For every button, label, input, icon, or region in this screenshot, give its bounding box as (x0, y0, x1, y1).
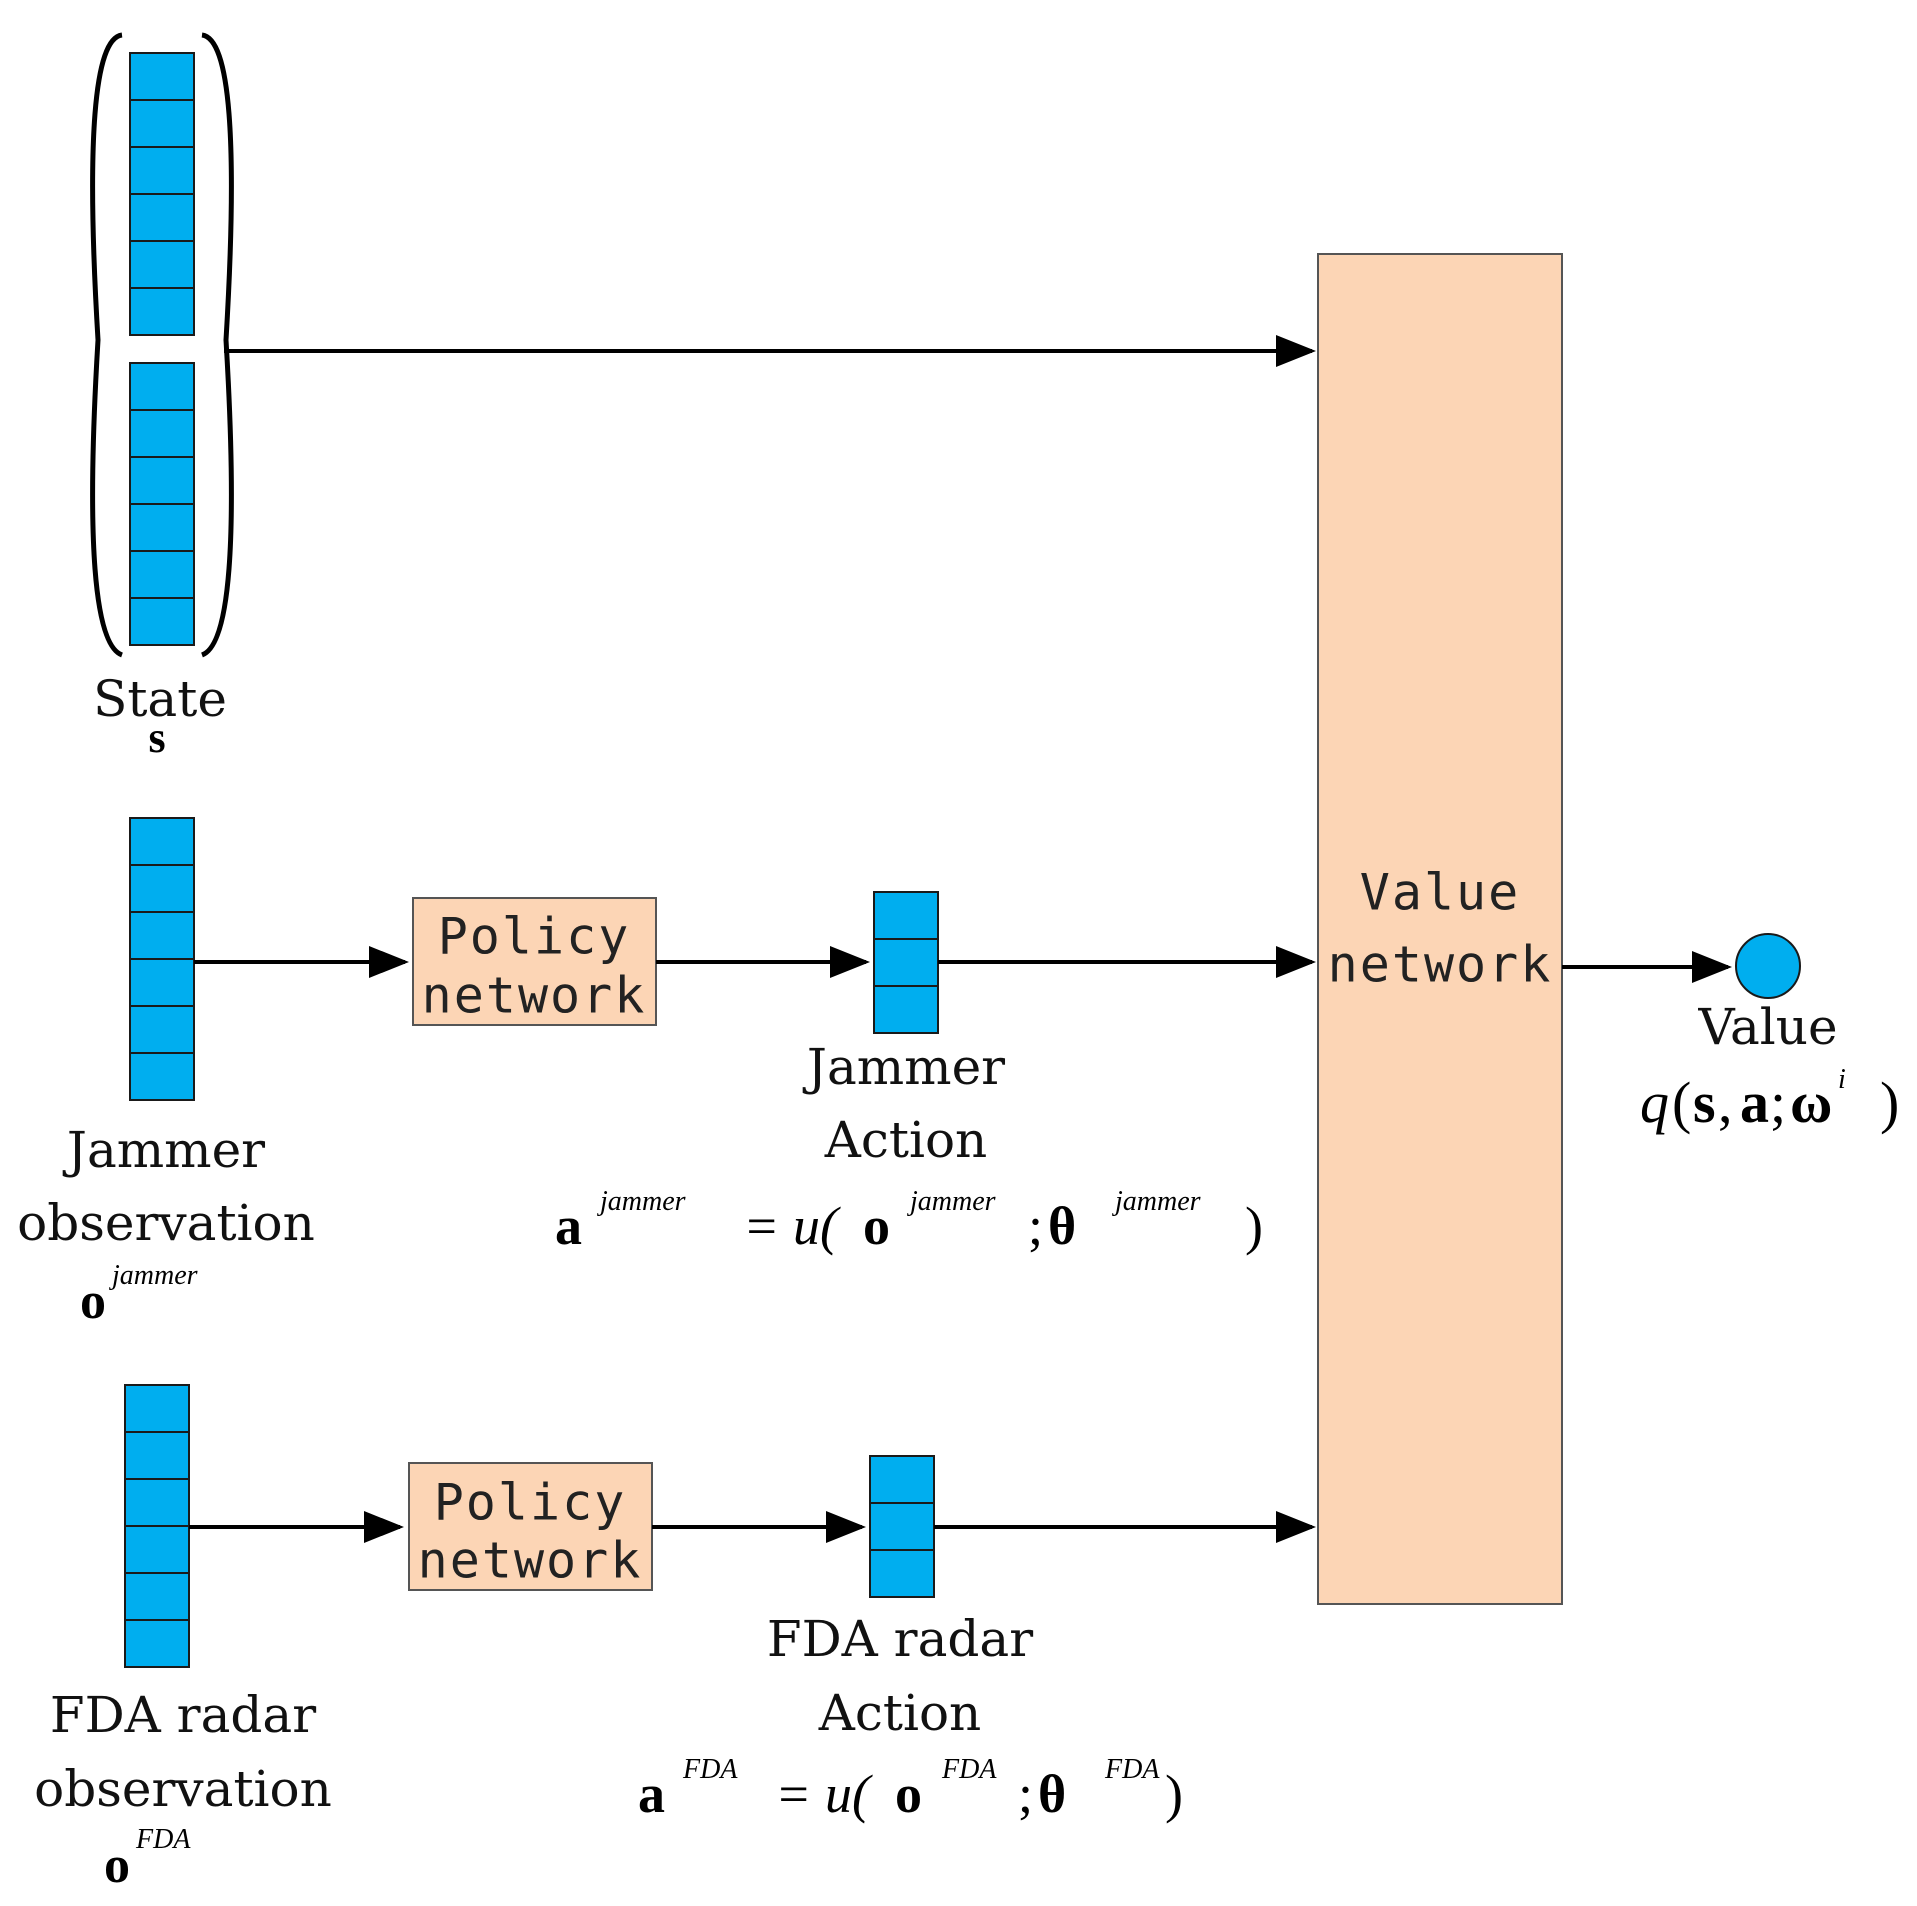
value-eq-comma: , (1718, 1070, 1733, 1135)
jammer-observation-superscript: jammer (109, 1260, 198, 1291)
fda-action-vector (869, 1455, 935, 1598)
value-eq-omega: ω (1790, 1070, 1832, 1135)
fda-observation-label-1: FDA radar (50, 1686, 316, 1744)
fda-policy-network-box (408, 1462, 653, 1591)
jammer-eq-close: ) (1245, 1196, 1263, 1256)
jammer-observation-label-2: observation (17, 1194, 315, 1252)
value-eq-omega-sup: i (1838, 1064, 1846, 1095)
value-eq-s: s (1693, 1070, 1716, 1135)
fda-policy-label-2: network (418, 1532, 643, 1590)
fda-eq-a-sup: FDA (682, 1754, 738, 1785)
state-left-bracket (90, 32, 124, 658)
fda-action-equation: a FDA = u( o FDA ; θ FDA ) (638, 1754, 1183, 1824)
value-network-label-2: network (1328, 936, 1553, 994)
jammer-eq-mid: = u( (743, 1196, 841, 1256)
jammer-policy-network-box (412, 897, 657, 1026)
value-output-label: Value (1697, 998, 1837, 1056)
jammer-eq-a-sup: jammer (597, 1186, 686, 1217)
jammer-eq-o: o (863, 1196, 890, 1256)
jammer-eq-o-sup: jammer (907, 1186, 996, 1217)
jammer-action-label-1: Jammer (802, 1038, 1005, 1096)
fda-observation-superscript: FDA (135, 1824, 191, 1855)
fda-eq-sep: ; (1018, 1764, 1033, 1824)
jammer-eq-theta-sup: jammer (1112, 1186, 1201, 1217)
fda-eq-theta: θ (1038, 1764, 1066, 1824)
fda-eq-a: a (638, 1764, 665, 1824)
fda-eq-o: o (895, 1764, 922, 1824)
value-output-equation: q ( s , a ; ω i ) (1640, 1064, 1899, 1135)
value-network-label-1: Value (1360, 864, 1521, 922)
value-network-box (1317, 253, 1563, 1605)
fda-action-label-1: FDA radar (767, 1610, 1033, 1668)
fda-policy-label-1: Policy (434, 1474, 627, 1532)
jammer-observation-symbol: o (80, 1273, 106, 1330)
fda-eq-theta-sup: FDA (1104, 1754, 1160, 1785)
jammer-eq-theta: θ (1048, 1196, 1076, 1256)
fda-eq-close: ) (1165, 1764, 1183, 1824)
value-output-node (1735, 933, 1801, 999)
value-eq-semi: ; (1770, 1070, 1786, 1135)
state-symbol: s (148, 713, 165, 762)
value-eq-close: ) (1880, 1070, 1899, 1135)
jammer-eq-sep: ; (1028, 1196, 1043, 1256)
fda-eq-o-sup: FDA (941, 1754, 997, 1785)
state-right-bracket (200, 32, 234, 658)
value-eq-a: a (1740, 1070, 1769, 1135)
state-vector-lower (129, 362, 195, 646)
fda-observation-symbol: o (104, 1837, 130, 1894)
state-vector (90, 32, 234, 658)
value-eq-open: ( (1672, 1070, 1691, 1135)
value-eq-q: q (1640, 1070, 1669, 1135)
fda-observation-label-2: observation (34, 1760, 332, 1818)
state-label: State (93, 670, 227, 728)
jammer-eq-a: a (555, 1196, 582, 1256)
fda-eq-mid: = u( (775, 1764, 873, 1824)
state-vector-upper (129, 52, 195, 336)
jammer-observation-label-1: Jammer (62, 1121, 265, 1179)
jammer-observation-vector (129, 817, 195, 1101)
fda-action-label-2: Action (818, 1684, 982, 1742)
jammer-policy-label-1: Policy (438, 908, 631, 966)
jammer-action-label-2: Action (824, 1111, 988, 1169)
jammer-action-vector (873, 891, 939, 1034)
jammer-policy-label-2: network (422, 967, 647, 1025)
fda-observation-vector (124, 1384, 190, 1668)
jammer-action-equation: a jammer = u( o jammer ; θ jammer ) (555, 1186, 1263, 1256)
